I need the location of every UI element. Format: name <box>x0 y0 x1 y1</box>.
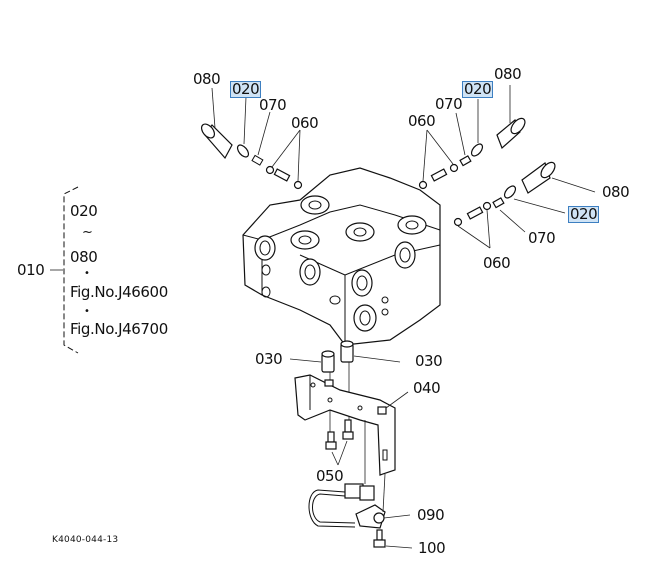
group-fig-ref-2[interactable]: Fig.No.J46700 <box>70 320 168 338</box>
callout-090[interactable]: 090 <box>417 506 445 524</box>
callout-020-right-top-highlighted[interactable]: 020 <box>462 80 494 98</box>
right-lower-cartridge-assembly <box>453 161 596 249</box>
screw <box>373 529 413 549</box>
group-range-end: 080 <box>70 248 98 266</box>
callout-070-right-top[interactable]: 070 <box>435 95 463 113</box>
callout-020-right-low-highlighted[interactable]: 020 <box>568 205 600 223</box>
callout-030-left[interactable]: 030 <box>255 350 283 368</box>
callout-060-left[interactable]: 060 <box>291 114 319 132</box>
group-range-separator: ~ <box>82 225 93 240</box>
drawing-code: K4040-044-13 <box>52 535 119 545</box>
callout-040[interactable]: 040 <box>413 379 441 397</box>
switch-harness <box>308 420 411 529</box>
group-bracket <box>50 186 79 354</box>
valve-body <box>242 167 441 346</box>
left-cartridge-assembly <box>200 87 303 190</box>
callout-050[interactable]: 050 <box>316 467 344 485</box>
callout-060-right-top[interactable]: 060 <box>408 112 436 130</box>
callout-100[interactable]: 100 <box>418 539 446 557</box>
right-upper-cartridge-assembly <box>418 85 526 190</box>
spacers <box>289 340 401 440</box>
group-bullet-2: • <box>84 306 90 317</box>
callout-080-left[interactable]: 080 <box>193 70 221 88</box>
bolts <box>325 419 354 466</box>
group-ref-label: 010 <box>17 261 45 279</box>
group-range-start: 020 <box>70 202 98 220</box>
callout-030-right[interactable]: 030 <box>415 352 443 370</box>
mounting-bracket <box>294 374 409 476</box>
callout-080-right-low[interactable]: 080 <box>602 183 630 201</box>
callout-070-right-low[interactable]: 070 <box>528 229 556 247</box>
group-fig-ref-1[interactable]: Fig.No.J46600 <box>70 283 168 301</box>
callout-070-left[interactable]: 070 <box>259 96 287 114</box>
callout-060-right-low[interactable]: 060 <box>483 254 511 272</box>
callout-080-right-top[interactable]: 080 <box>494 65 522 83</box>
callout-020-left-highlighted[interactable]: 020 <box>230 80 262 98</box>
group-bullet-1: • <box>84 268 90 279</box>
